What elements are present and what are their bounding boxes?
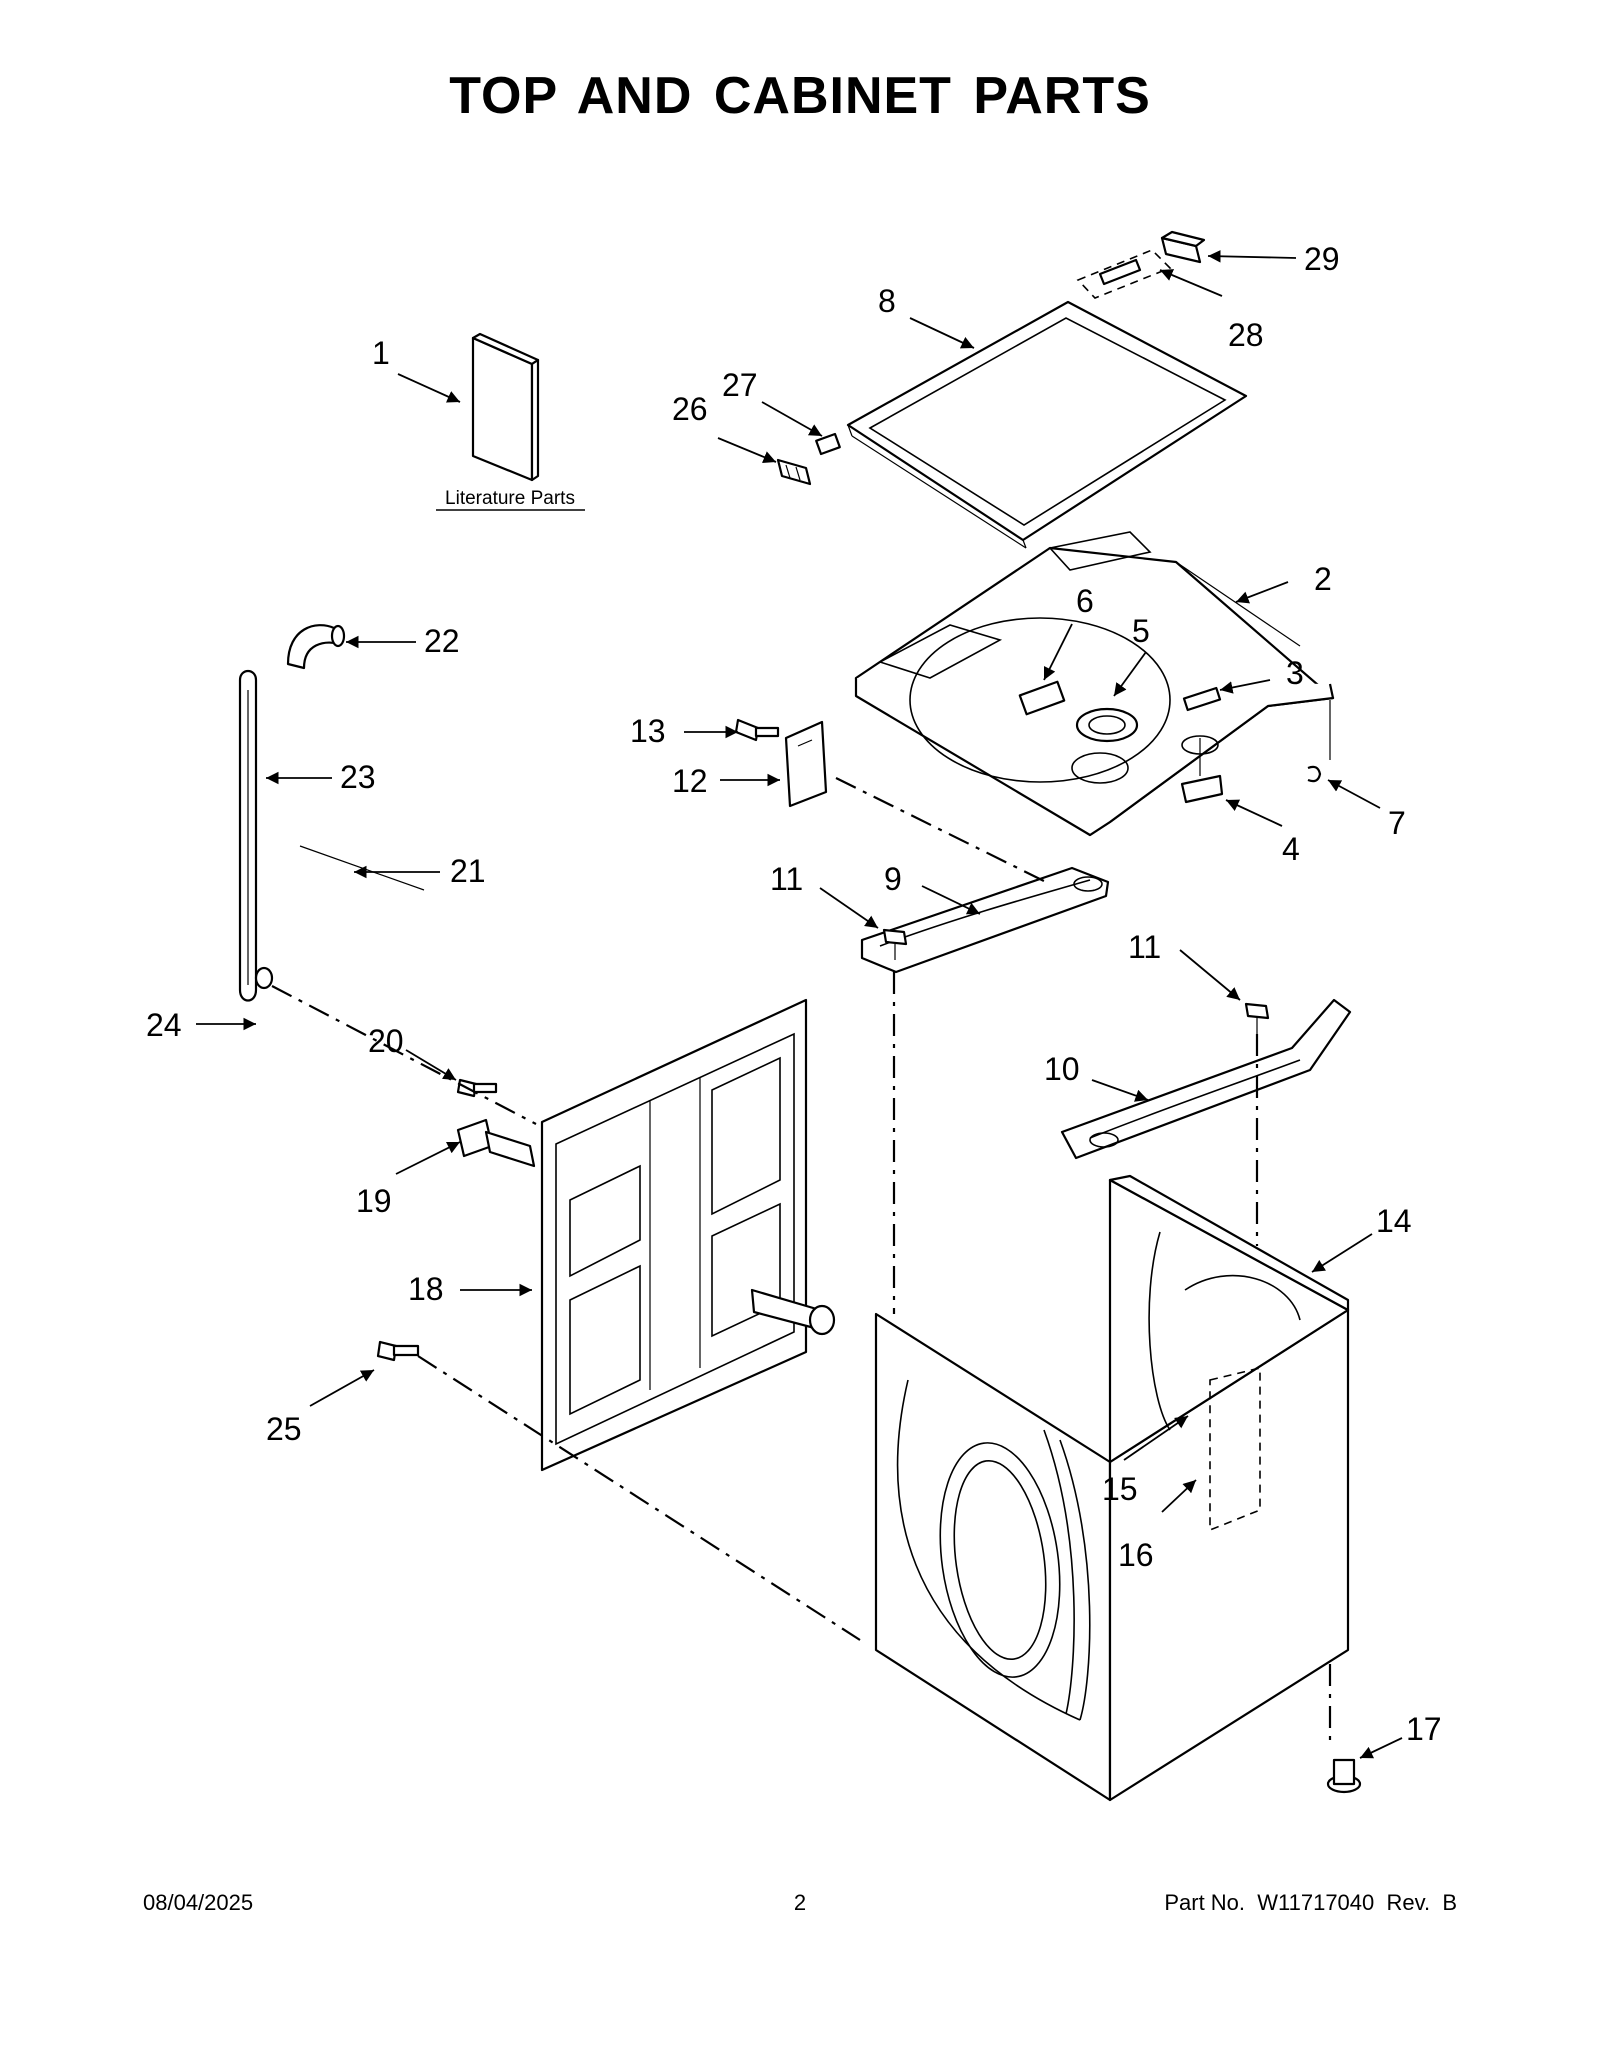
footer-part-number: Part No. W11717040 Rev. B <box>1164 1890 1457 1915</box>
drain-hose <box>238 669 258 1002</box>
callout-12: 12 <box>672 763 708 799</box>
callout-14: 14 <box>1376 1203 1412 1239</box>
leader-arrows <box>196 249 1403 1759</box>
callout-1: 1 <box>372 335 390 371</box>
callout-19: 19 <box>356 1183 392 1219</box>
footer-page-number: 2 <box>793 1890 807 1915</box>
callout-16: 16 <box>1118 1537 1154 1573</box>
callout-21: 21 <box>450 853 486 889</box>
callout-24: 24 <box>146 1007 182 1043</box>
bracket-screw-right <box>1244 1002 1270 1034</box>
callout-9: 9 <box>884 861 902 897</box>
callout-26: 26 <box>672 391 708 427</box>
callout-11-left: 11 <box>770 861 803 897</box>
callout-8: 8 <box>878 283 896 319</box>
callout-labels: 1 2 3 4 5 6 7 8 9 10 11 11 12 13 14 15 1… <box>146 241 1442 1747</box>
callout-5: 5 <box>1132 613 1150 649</box>
literature-booklet: Literature Parts <box>436 332 585 511</box>
top-panel <box>854 531 1335 837</box>
literature-parts-label: Literature Parts <box>445 488 575 509</box>
callout-22: 22 <box>424 623 460 659</box>
hose-form <box>286 624 346 670</box>
lid-switch <box>1180 738 1224 804</box>
callout-15: 15 <box>1102 1471 1138 1507</box>
callout-25: 25 <box>266 1411 302 1447</box>
top-hinge-bracket <box>784 720 828 808</box>
hose-clamp <box>254 966 274 990</box>
callout-13: 13 <box>630 713 666 749</box>
callout-11-right: 11 <box>1128 929 1161 965</box>
leveling-leg <box>1326 1758 1362 1794</box>
callout-7: 7 <box>1388 805 1406 841</box>
callout-17: 17 <box>1406 1711 1442 1747</box>
hinge-screw <box>734 718 780 742</box>
cabinet-top-bracket-front <box>1060 998 1352 1160</box>
callout-6: 6 <box>1076 583 1094 619</box>
cable-tie <box>299 845 425 891</box>
callout-3: 3 <box>1286 655 1304 691</box>
callout-20: 20 <box>368 1023 404 1059</box>
callout-28: 28 <box>1228 317 1264 353</box>
inlet-hose-connector <box>456 1118 536 1168</box>
inlet-screw <box>456 1078 498 1098</box>
rear-panel <box>540 998 808 1472</box>
drain-hose-connector <box>750 1288 836 1336</box>
bracket-screw-left <box>882 928 908 960</box>
rear-panel-screw <box>376 1340 420 1362</box>
callout-2: 2 <box>1314 561 1332 597</box>
alignment-lines <box>271 777 1332 1748</box>
callout-4: 4 <box>1282 831 1300 867</box>
page-title: TOP AND CABINET PARTS <box>449 67 1151 125</box>
callout-10: 10 <box>1044 1051 1080 1087</box>
callout-23: 23 <box>340 759 376 795</box>
cabinet <box>874 1174 1350 1802</box>
callout-27: 27 <box>722 367 758 403</box>
callout-29: 29 <box>1304 241 1340 277</box>
callout-18: 18 <box>408 1271 444 1307</box>
lid <box>846 300 1248 549</box>
footer-date: 08/04/2025 <box>143 1890 254 1915</box>
lid-hinge-assembly <box>776 432 841 486</box>
lid-lock-assembly <box>1076 230 1206 299</box>
top-clip <box>1307 765 1322 783</box>
